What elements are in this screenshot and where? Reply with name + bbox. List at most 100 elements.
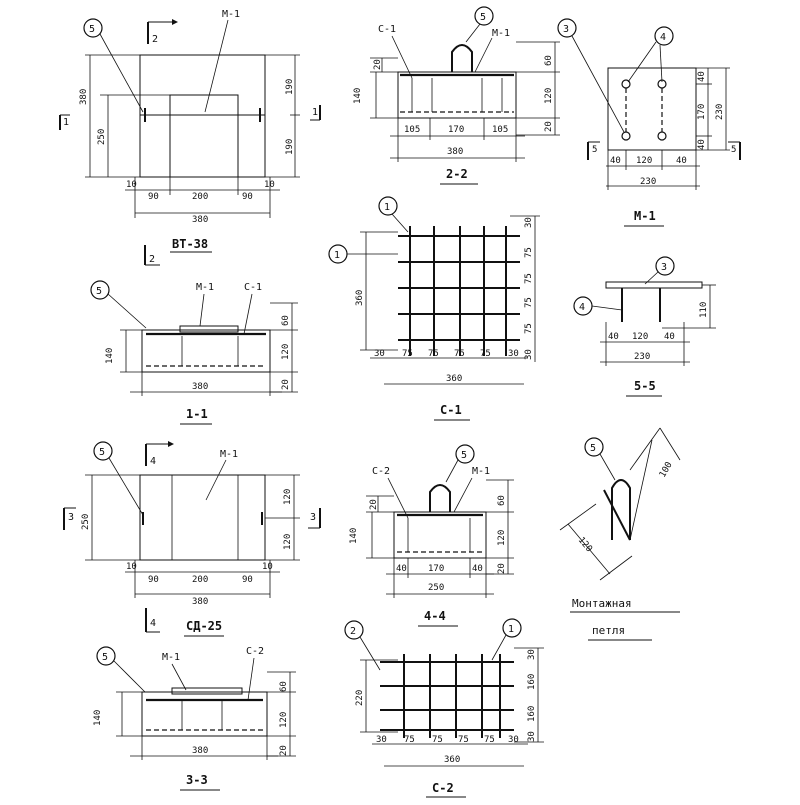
dim-b2: 75 xyxy=(402,349,413,359)
dim-r3: 30 xyxy=(527,731,537,742)
opening-outline xyxy=(169,94,239,178)
dim-height-opening: 250 xyxy=(97,129,107,145)
dim-r3: 40 xyxy=(697,139,707,150)
dim-total: 230 xyxy=(715,104,725,120)
callout-3: 3 xyxy=(661,262,667,273)
dim-r5: 75 xyxy=(524,323,534,334)
dim-r3: 20 xyxy=(497,563,507,574)
cut-marker-3-right: 3 xyxy=(310,512,316,523)
dim-r2: 75 xyxy=(524,247,534,258)
dim-b1: 105 xyxy=(404,125,420,135)
dim-sub-c: 200 xyxy=(192,192,208,202)
dim-left-b: 140 xyxy=(349,528,359,544)
dim-sub-a: 10 xyxy=(126,180,137,190)
dim-total: 380 xyxy=(192,746,208,756)
section-title-3-3: 3-3 xyxy=(186,773,208,787)
dim-r1: 40 xyxy=(697,71,707,82)
dim-r1: 60 xyxy=(279,681,289,692)
dim-r1: 30 xyxy=(527,649,537,660)
dim-left-a: 20 xyxy=(373,59,383,70)
dim-b4: 75 xyxy=(454,349,465,359)
cut-marker-4-bottom: 4 xyxy=(150,618,156,629)
dim-r3: 75 xyxy=(524,273,534,284)
callout-left-2: 2 xyxy=(350,626,356,637)
dim-r4: 75 xyxy=(524,297,534,308)
mark-c2: С-2 xyxy=(246,646,264,657)
cut-marker-3-left: 3 xyxy=(68,512,74,523)
dim-left: 140 xyxy=(105,348,115,364)
dim-sub-d: 90 xyxy=(242,192,253,202)
caption-loop: петля xyxy=(592,624,625,637)
callout-5: 5 xyxy=(480,12,486,23)
view-cd25: 250 120 120 10 90 200 90 10 380 3 3 4 4 … xyxy=(63,441,321,637)
dim-sub-d: 90 xyxy=(242,575,253,585)
cut-5-left: 5 xyxy=(592,145,597,155)
callout-left-1: 1 xyxy=(334,250,340,261)
dim-right-lower: 190 xyxy=(285,139,295,155)
dim-r1: 30 xyxy=(524,217,534,228)
dim-b3: 75 xyxy=(432,735,443,745)
callout-5: 5 xyxy=(461,450,467,461)
dim-r2: 120 xyxy=(279,712,289,728)
cut-5-right: 5 xyxy=(731,145,736,155)
callout-4: 4 xyxy=(660,32,666,43)
view-bt38: 380 250 190 190 10 90 200 90 10 380 1 1 … xyxy=(59,9,321,266)
dim-sub-c: 200 xyxy=(192,575,208,585)
mesh-c1-bars xyxy=(398,226,520,356)
callout-5: 5 xyxy=(89,24,95,35)
dim-right: 110 xyxy=(699,302,709,318)
view-title-cd25: СД-25 xyxy=(186,619,222,633)
mark-m1: М-1 xyxy=(492,28,510,39)
cut-marker-1-right: 1 xyxy=(312,107,318,118)
mesh-title-c2: С-2 xyxy=(432,781,454,795)
dim-sub-b: 90 xyxy=(148,192,159,202)
embed-plate xyxy=(179,325,239,333)
dim-left: 140 xyxy=(93,710,103,726)
lifting-loop xyxy=(429,484,451,512)
dim-left: 220 xyxy=(355,690,365,706)
mesh-c2: 2 1 220 30 160 160 30 30 75 75 75 75 30 … xyxy=(344,618,544,798)
dim-b6: 30 xyxy=(508,735,519,745)
dim-b1: 40 xyxy=(610,156,621,166)
dim-b3: 105 xyxy=(492,125,508,135)
dim-b1: 40 xyxy=(396,564,407,574)
hook-detail: 100 120 5 Монтажная петля xyxy=(559,427,681,641)
block-outline xyxy=(139,474,266,561)
dim-bottom-total: 380 xyxy=(192,215,208,225)
mark-c1: С-1 xyxy=(244,282,262,293)
embed-plate xyxy=(171,687,243,695)
dim-total: 360 xyxy=(444,755,460,765)
mesh-c2-bars xyxy=(380,654,514,738)
dim-right-lower: 120 xyxy=(283,534,293,550)
dim-b3: 40 xyxy=(472,564,483,574)
section-outline xyxy=(397,71,517,119)
dim-total: 230 xyxy=(634,352,650,362)
dim-left: 360 xyxy=(355,290,365,306)
mark-m1: М-1 xyxy=(222,9,240,20)
dim-total: 380 xyxy=(447,147,463,157)
dim-total: 380 xyxy=(192,382,208,392)
dim-b4: 75 xyxy=(458,735,469,745)
mark-c1: С-1 xyxy=(378,24,396,35)
callout-4: 4 xyxy=(579,302,585,313)
view-title-bt38: ВТ-38 xyxy=(172,237,208,251)
dim-r6: 30 xyxy=(524,349,534,360)
dim-left-a: 20 xyxy=(369,499,379,510)
dim-left-b: 140 xyxy=(353,88,363,104)
dim-r2-upper: 160 xyxy=(527,674,537,690)
dim-b3: 40 xyxy=(676,156,687,166)
dim-left: 250 xyxy=(81,514,91,530)
section-3-3: 140 60 120 20 380 5 М-1 С-2 3-3 xyxy=(93,646,296,791)
cut-marker-1-left: 1 xyxy=(63,117,69,128)
dim-r3: 20 xyxy=(279,745,289,756)
section-title-4-4: 4-4 xyxy=(424,609,446,623)
dim-b1: 30 xyxy=(376,735,387,745)
dim-b3: 75 xyxy=(428,349,439,359)
dim-b1: 40 xyxy=(608,332,619,342)
detail-title-m1: М-1 xyxy=(634,209,656,223)
dim-r3: 20 xyxy=(281,379,291,390)
hook-shape xyxy=(611,479,631,540)
plate-outline xyxy=(607,67,697,151)
section-4-4: 20 140 60 120 20 40 170 40 250 С-2 М-1 5… xyxy=(349,444,514,627)
